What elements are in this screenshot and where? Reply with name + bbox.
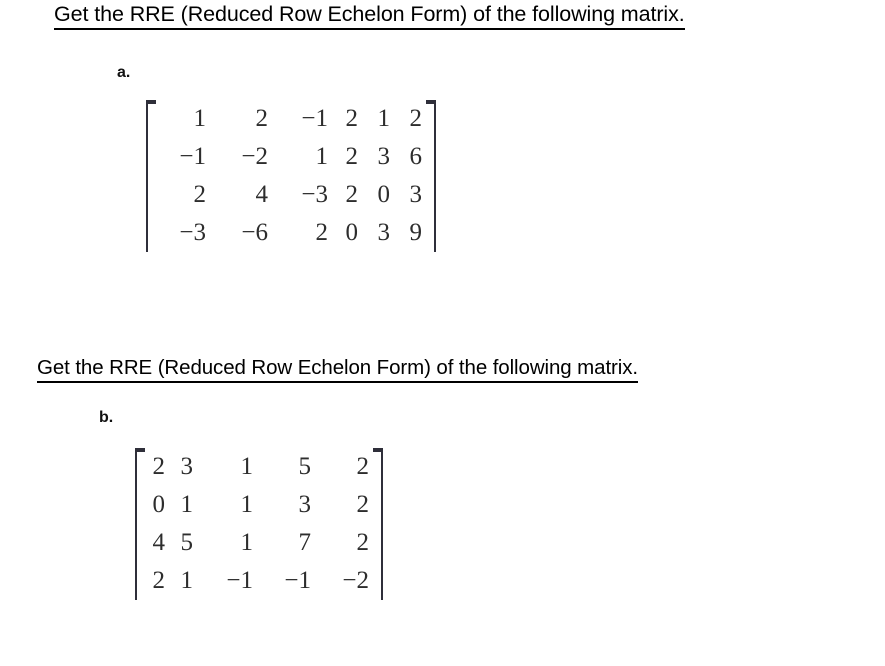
matrix-b-cell: 1 [240, 529, 254, 556]
matrix-a-row: 1 2 −1 2 1 2 [156, 100, 426, 138]
matrix-a-cell: 0 [345, 219, 359, 246]
matrix-b-cell: 2 [152, 567, 166, 594]
matrix-a-cell: 4 [255, 181, 269, 208]
matrix-a-cell: −3 [301, 181, 328, 208]
matrix-b-cell: 5 [298, 453, 312, 480]
matrix-b-cell: 2 [356, 529, 370, 556]
matrix-b-cell: 3 [298, 491, 312, 518]
matrix-a-cell: −1 [301, 105, 328, 132]
matrix-a-cell: 2 [345, 143, 359, 170]
matrix-a-cell: 2 [345, 181, 359, 208]
problem-a-label: a. [117, 64, 131, 81]
matrix-a-row: −1 −2 1 2 3 6 [156, 138, 426, 176]
matrix-a-cell: −1 [179, 143, 206, 170]
matrix-a-cell: 3 [409, 181, 423, 208]
problem-a-heading: Get the RRE (Reduced Row Echelon Form) o… [54, 2, 685, 30]
matrix-a-cell: 1 [193, 105, 207, 132]
matrix-b-cell: 1 [240, 453, 254, 480]
matrix-b-row: 4 5 1 7 2 [145, 524, 373, 562]
matrix-a-cell: 2 [255, 105, 269, 132]
matrix-b-cell: 0 [152, 491, 166, 518]
matrix-b: 2 3 1 5 2 0 1 1 3 2 4 5 1 7 2 2 [135, 448, 383, 600]
matrix-b-cell: 1 [180, 567, 194, 594]
matrix-a-cell: 2 [193, 181, 207, 208]
matrix-a-cell: −3 [179, 219, 206, 246]
matrix-a-cell: 3 [377, 143, 391, 170]
matrix-a-cell: 9 [409, 219, 423, 246]
matrix-a-row: 2 4 −3 2 0 3 [156, 176, 426, 214]
matrix-a-row: −3 −6 2 0 3 9 [156, 214, 426, 252]
matrix-b-cell: 5 [180, 529, 194, 556]
matrix-a-cell: 2 [315, 219, 329, 246]
matrix-b-cell: 4 [152, 529, 166, 556]
matrix-b-row: 2 1 −1 −1 −2 [145, 562, 373, 600]
matrix-b-cell: 2 [356, 491, 370, 518]
matrix-b-grid: 2 3 1 5 2 0 1 1 3 2 4 5 1 7 2 2 [145, 448, 373, 600]
problem-b-heading-text: Get the RRE (Reduced Row Echelon Form) o… [37, 356, 638, 383]
matrix-a-cell: 0 [377, 181, 391, 208]
problem-b-label: b. [99, 409, 114, 426]
matrix-a-cell: 2 [409, 105, 423, 132]
matrix-a-cell: −2 [241, 143, 268, 170]
matrix-a-cell: 1 [377, 105, 391, 132]
matrix-a-right-bracket [426, 100, 436, 252]
matrix-b-row: 2 3 1 5 2 [145, 448, 373, 486]
problem-b-heading: Get the RRE (Reduced Row Echelon Form) o… [37, 356, 638, 383]
matrix-b-cell: 7 [298, 529, 312, 556]
matrix-a-grid: 1 2 −1 2 1 2 −1 −2 1 2 3 6 2 4 −3 2 0 [156, 100, 426, 252]
matrix-b-cell: 3 [180, 453, 194, 480]
matrix-b-row: 0 1 1 3 2 [145, 486, 373, 524]
matrix-b-cell: −1 [226, 567, 253, 594]
matrix-a: 1 2 −1 2 1 2 −1 −2 1 2 3 6 2 4 −3 2 0 [146, 100, 436, 252]
matrix-a-left-bracket [146, 100, 156, 252]
matrix-b-cell: 1 [240, 491, 254, 518]
matrix-a-cell: −6 [241, 219, 268, 246]
matrix-b-left-bracket [135, 448, 145, 600]
matrix-a-cell: 1 [315, 143, 329, 170]
matrix-b-cell: 2 [356, 453, 370, 480]
matrix-b-right-bracket [373, 448, 383, 600]
matrix-b-cell: 2 [152, 453, 166, 480]
matrix-b-cell: 1 [180, 491, 194, 518]
matrix-a-cell: 2 [345, 105, 359, 132]
matrix-a-cell: 3 [377, 219, 391, 246]
matrix-a-cell: 6 [409, 143, 423, 170]
problem-a-heading-text: Get the RRE (Reduced Row Echelon Form) o… [54, 2, 685, 30]
matrix-b-cell: −2 [342, 567, 369, 594]
matrix-b-cell: −1 [284, 567, 311, 594]
